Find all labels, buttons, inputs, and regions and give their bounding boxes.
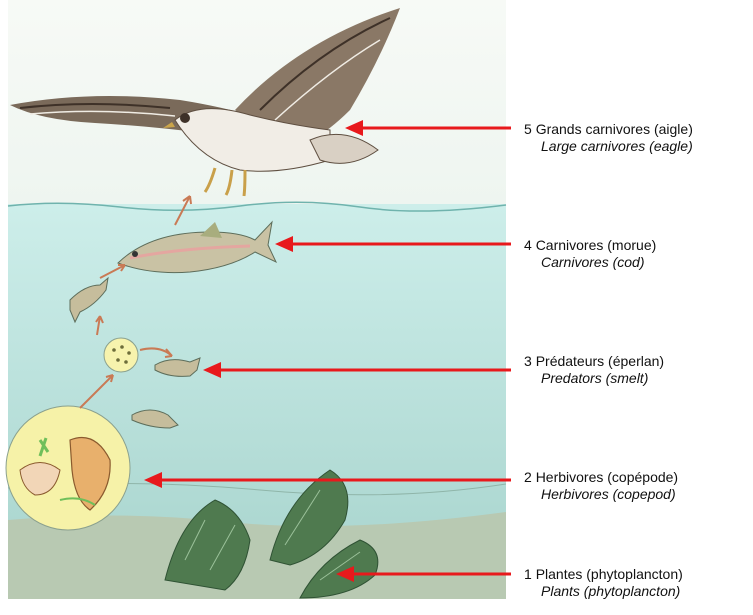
- level-english-label: Large carnivores (eagle): [524, 138, 753, 155]
- label-level-4: 4 Carnivores (morue) Carnivores (cod): [524, 237, 753, 271]
- label-level-3: 3 Prédateurs (éperlan) Predators (smelt): [524, 353, 753, 387]
- level-french-label: Grands carnivores (aigle): [536, 121, 693, 137]
- label-level-2: 2 Herbivores (copépode) Herbivores (cope…: [524, 469, 753, 503]
- level-number: 3: [524, 353, 532, 369]
- level-french-label: Carnivores (morue): [536, 237, 657, 253]
- level-number: 4: [524, 237, 532, 253]
- label-level-5: 5 Grands carnivores (aigle) Large carniv…: [524, 121, 753, 155]
- plankton-sample-icon: [104, 338, 138, 372]
- level-english-label: Predators (smelt): [524, 370, 753, 387]
- level-french-label: Herbivores (copépode): [536, 469, 678, 485]
- level-english-label: Herbivores (copepod): [524, 486, 753, 503]
- level-number: 5: [524, 121, 532, 137]
- level-french-label: Prédateurs (éperlan): [536, 353, 664, 369]
- level-english-label: Carnivores (cod): [524, 254, 753, 271]
- level-english-label: Plants (phytoplancton): [524, 583, 753, 600]
- level-number: 1: [524, 566, 532, 582]
- level-number: 2: [524, 469, 532, 485]
- level-french-label: Plantes (phytoplancton): [536, 566, 683, 582]
- label-level-1: 1 Plantes (phytoplancton) Plants (phytop…: [524, 566, 753, 600]
- copepod-icon: [6, 406, 130, 530]
